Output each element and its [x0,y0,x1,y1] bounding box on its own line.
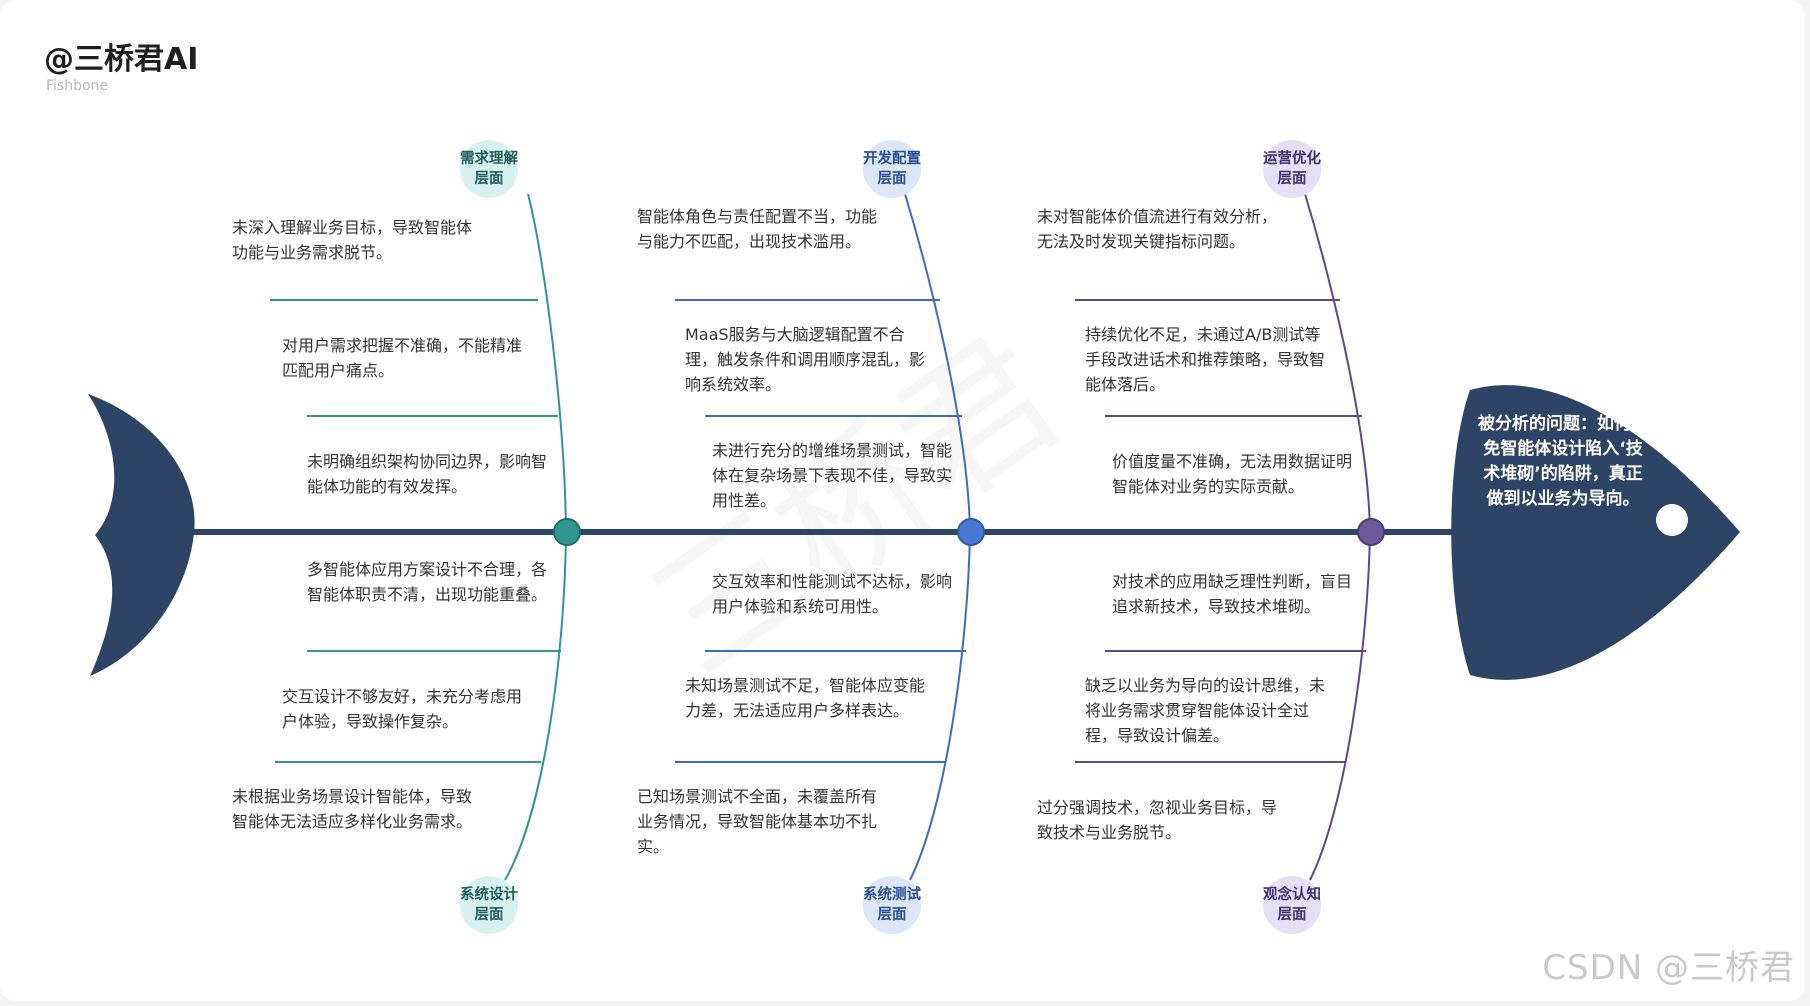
category-dev-config: 开发配置层面 [863,140,921,198]
fish-eye [1656,504,1688,536]
author-title: @三桥君AI [44,42,199,77]
fish-tail [88,394,195,676]
blue-node-icon [957,518,985,546]
cause-text: 对技术的应用缺乏理性判断，盲目追求新技术，导致技术堆砌。 [1112,572,1353,616]
category-requirement: 需求理解层面 [460,140,518,198]
cause-text: 未根据业务场景设计智能体，导致智能体无法适应多样化业务需求。 [232,787,473,831]
cause-text: MaaS服务与大脑逻辑配置不合理，触发条件和调用顺序混乱，影响系统效率。 [685,325,926,394]
bone-top-mid [904,193,971,533]
fish-head [1451,385,1740,680]
category-system-design: 系统设计层面 [460,876,518,934]
cause-text: 多智能体应用方案设计不合理，各智能体职责不清，出现功能重叠。 [307,560,548,604]
bone-bottom-left [504,531,567,881]
cause-text: 交互设计不够友好，未充分考虑用户体验，导致操作复杂。 [282,687,523,731]
bone-top-left [527,193,567,533]
bone-bottom-mid [909,531,971,881]
bone-bottom-right [1309,531,1371,881]
cause-text: 交互效率和性能测试不达标，影响用户体验和系统可用性。 [712,572,953,616]
cause-text: 未进行充分的增维场景测试，智能体在复杂场景下表现不佳，导致实用性差。 [712,441,953,510]
cause-text: 对用户需求把握不准确，不能精准匹配用户痛点。 [282,336,523,380]
cause-text: 未知场景测试不足，智能体应变能力差，无法适应用户多样表达。 [685,676,926,720]
bone-top-right [1304,193,1371,533]
problem-statement: 被分析的问题：如何避免智能体设计陷入‘技术堆砌’的陷阱，真正做到以业务为导向。 [1478,414,1648,509]
cause-text: 缺乏以业务为导向的设计思维，未将业务需求贯穿智能体设计全过程，导致设计偏差。 [1085,676,1326,745]
category-system-test: 系统测试层面 [863,876,921,934]
purple-node-icon [1357,518,1385,546]
teal-node-icon [553,518,581,546]
category-mindset: 观念认知层面 [1263,876,1321,934]
cause-text: 价值度量不准确，无法用数据证明智能体对业务的实际贡献。 [1112,452,1353,496]
cause-text: 持续优化不足，未通过A/B测试等手段改进话术和推荐策略，导致智能体落后。 [1085,325,1326,394]
cause-text: 未对智能体价值流进行有效分析，无法及时发现关键指标问题。 [1037,207,1278,251]
category-operations: 运营优化层面 [1263,140,1321,198]
diagram-type-label: Fishbone [46,78,109,94]
cause-text: 未明确组织架构协同边界，影响智能体功能的有效发挥。 [307,452,548,496]
source-credit: CSDN @三桥君 [1542,948,1795,988]
cause-text: 智能体角色与责任配置不当，功能与能力不匹配，出现技术滥用。 [637,207,878,251]
cause-text: 未深入理解业务目标，导致智能体功能与业务需求脱节。 [232,218,473,262]
cause-text: 已知场景测试不全面，未覆盖所有业务情况，导致智能体基本功不扎实。 [637,787,878,856]
cause-text: 过分强调技术，忽视业务目标，导致技术与业务脱节。 [1037,798,1278,842]
